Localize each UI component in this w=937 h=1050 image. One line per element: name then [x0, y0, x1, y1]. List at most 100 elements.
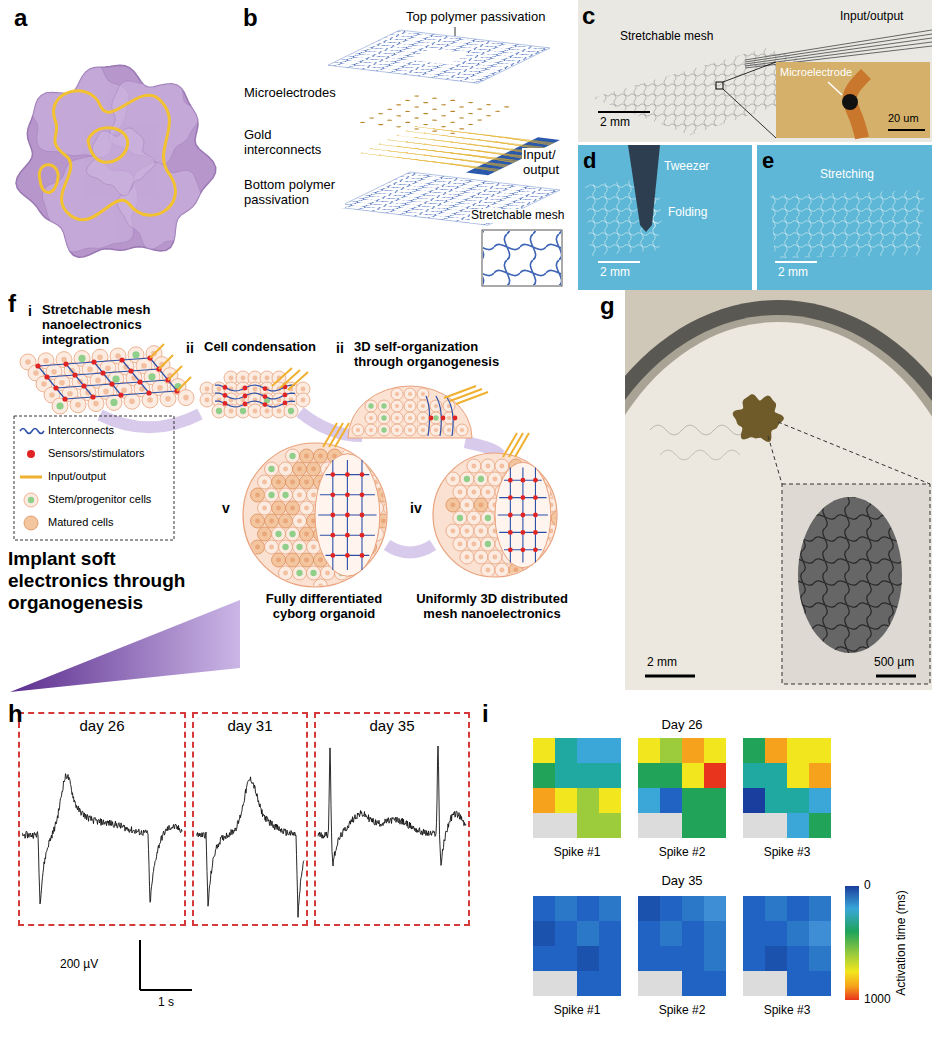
progenitor-cell: [481, 563, 495, 577]
annotation-label: Stretchable mesh: [470, 209, 565, 223]
sensor-dot: [223, 401, 228, 406]
heatmap-cell: [743, 971, 765, 996]
heatmap-cell: [555, 788, 577, 813]
microelectrode: [431, 108, 438, 110]
cell-nucleus: [147, 397, 153, 403]
panel-letter: d: [583, 148, 596, 173]
sensor-dot: [44, 374, 49, 379]
cell-nucleus: [183, 395, 189, 401]
heatmap-cell: [765, 763, 787, 788]
zoom-line: [723, 89, 776, 138]
scale-bar: [888, 129, 925, 131]
microelectrode: [413, 106, 420, 108]
progenitor-cell: [460, 498, 474, 512]
mesh-line: [66, 362, 94, 364]
stem-cell: [293, 566, 307, 580]
panel-letter: a: [14, 4, 27, 32]
microelectrode: [449, 111, 456, 113]
gold-interconnect: [413, 159, 500, 171]
sensor-dot: [345, 533, 350, 538]
heatmap-cell: [743, 763, 765, 788]
progenitor-cell: [467, 537, 481, 551]
progenitor-cell: [300, 501, 314, 515]
io-line: [159, 355, 173, 369]
stem-cell: [544, 472, 558, 486]
cell-nucleus: [395, 392, 399, 396]
mesh-trace: [650, 425, 746, 435]
progenitor-cell: [293, 488, 307, 502]
cell-nucleus: [33, 370, 39, 376]
heatmap-cell: [765, 738, 787, 763]
sensor-dot: [243, 402, 248, 407]
photo-group: [625, 290, 932, 690]
cell-nucleus: [205, 387, 210, 392]
microelectrode: [503, 106, 510, 108]
stem-cell: [24, 493, 38, 507]
sensor-dot: [109, 381, 114, 386]
gold-interconnect: [449, 152, 519, 162]
signal-trace: [22, 774, 182, 904]
annotation-label: Tweezer: [664, 160, 709, 174]
cell-nucleus: [255, 519, 260, 524]
progenitor-cell: [453, 537, 467, 551]
progenitor-cell: [279, 566, 293, 580]
mesh-trace: [660, 450, 740, 460]
organoid-lobe: [87, 128, 156, 196]
cell-nucleus: [56, 402, 63, 409]
heatmap-cell: [660, 763, 682, 788]
cell-nucleus: [471, 542, 476, 547]
matured-cell: [293, 462, 307, 476]
zoom-line: [778, 422, 930, 484]
microelectrode-dot: [842, 94, 858, 110]
annotation-label: Spike #2: [659, 1004, 706, 1018]
sensor-dot: [533, 530, 538, 535]
annotation-label: Activation time (ms): [895, 890, 909, 995]
sensor-dot: [330, 533, 335, 538]
cell-nucleus: [262, 506, 267, 511]
panel-letter: c: [582, 2, 595, 30]
heatmap-cell: [599, 896, 621, 921]
signal-trace: [318, 746, 466, 866]
gold-interconnect: [424, 133, 545, 148]
legend-swatch: [27, 450, 35, 458]
panel-letter: e: [762, 148, 774, 173]
cell-nucleus: [421, 428, 425, 432]
sensor-dot: [128, 368, 133, 373]
stage-band: [387, 545, 433, 553]
cell-nucleus: [276, 558, 281, 563]
tweezer: [628, 145, 660, 232]
progenitor-cell: [481, 485, 495, 499]
sensor-dot: [118, 392, 123, 397]
sensor-dot: [508, 530, 513, 535]
cell-group: [446, 459, 565, 577]
cell-nucleus: [381, 415, 386, 420]
trace-window: day 26: [18, 712, 186, 926]
annotation-label: Implant soft electronics through organog…: [8, 548, 213, 614]
heatmap-cell: [743, 738, 765, 763]
annotation-label: 1 s: [158, 996, 174, 1010]
scale-bar: [598, 111, 650, 113]
cell-nucleus: [41, 381, 47, 387]
cell-nucleus: [464, 555, 469, 560]
heatmap-cell: [638, 788, 660, 813]
progenitor-cell: [474, 550, 488, 564]
mesh-line: [56, 386, 84, 388]
heatmap-cell: [555, 813, 577, 838]
sensor-dot: [360, 533, 365, 538]
cell-nucleus: [310, 570, 316, 576]
cell-nucleus: [369, 428, 373, 432]
progenitor-cell: [467, 485, 481, 499]
io-line: [288, 372, 308, 390]
heatmap-cell: [809, 763, 831, 788]
sensor-dot: [360, 472, 365, 477]
stem-cell: [307, 566, 321, 580]
annotation-label: Gold interconnects: [243, 128, 335, 158]
legend-text: Matured cells: [48, 516, 113, 529]
cell-nucleus: [408, 392, 412, 396]
stem-cell: [378, 400, 390, 412]
progenitor-cell: [446, 472, 460, 486]
sensor-dot: [263, 402, 268, 407]
panel-letter: f: [8, 290, 16, 318]
annotation-label: Input/ output: [522, 148, 574, 178]
dish-floor: [625, 322, 932, 690]
